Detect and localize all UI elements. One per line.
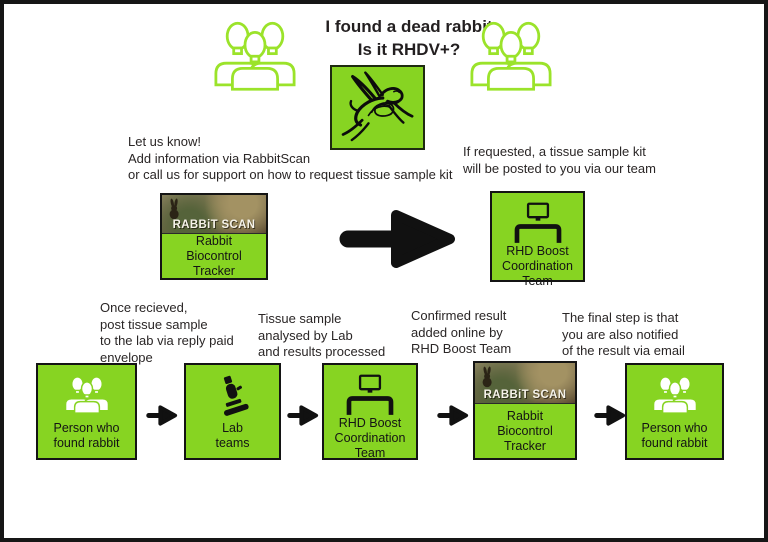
note-let-us-know: Let us know! Add information via RabbitS… xyxy=(128,134,453,182)
microscope-icon xyxy=(223,375,249,416)
people-group-outline-icon xyxy=(214,21,296,91)
dead-rabbit-box xyxy=(330,65,425,150)
rabbit-photo-silhouette-icon xyxy=(169,198,179,220)
arrow-right-icon xyxy=(594,405,626,426)
people-group-outline-icon xyxy=(470,21,552,91)
lab-box: Lab teams xyxy=(184,363,281,460)
caption-step-1: Once recieved, post tissue sample to the… xyxy=(100,300,234,365)
arrow-right-icon xyxy=(437,405,469,426)
people-group-filled-icon xyxy=(652,376,697,414)
person-box-start: Person who found rabbit xyxy=(36,363,137,460)
computer-desk-icon xyxy=(346,374,394,415)
person-label: Person who found rabbit xyxy=(53,421,120,450)
rabbit-sketch-icon xyxy=(341,71,414,142)
rabbitscan-logo: RABBiT SCAN xyxy=(172,217,256,231)
rabbitscan-box-bottom: RABBiT SCAN Rabbit Biocontrol Tracker xyxy=(473,361,577,460)
arrow-right-icon xyxy=(146,405,178,426)
caption-step-4: The final step is that you are also noti… xyxy=(562,310,685,358)
rabbitscan-logo: RABBiT SCAN xyxy=(483,387,567,401)
arrow-right-icon xyxy=(339,210,455,268)
rhdboost-box-bottom: RHD Boost Coordination Team xyxy=(322,363,418,460)
page-title: I found a dead rabbit Is it RHDV+? xyxy=(325,17,493,59)
caption-step-2: Tissue sample analysed by Lab and result… xyxy=(258,311,386,359)
rabbitscan-photo: RABBiT SCAN xyxy=(475,363,575,404)
arrow-right-icon xyxy=(287,405,319,426)
note-kit-posted: If requested, a tissue sample kit will b… xyxy=(463,144,656,176)
rabbitscan-box-top: RABBiT SCAN Rabbit Biocontrol Tracker xyxy=(160,193,268,280)
person-box-end: Person who found rabbit xyxy=(625,363,724,460)
rabbitscan-label: Rabbit Biocontrol Tracker xyxy=(186,234,242,278)
lab-label: Lab teams xyxy=(215,421,250,450)
computer-desk-icon xyxy=(514,202,561,243)
caption-step-3: Confirmed result added online by RHD Boo… xyxy=(411,308,512,356)
rabbitscan-label: Rabbit Biocontrol Tracker xyxy=(497,408,553,453)
rhdboost-label: RHD Boost Coordination Team xyxy=(334,416,406,460)
rhdboost-label: RHD Boost Coordination Team xyxy=(502,244,573,288)
rabbit-photo-silhouette-icon xyxy=(482,366,492,388)
person-label: Person who found rabbit xyxy=(641,421,708,450)
rhdboost-box-top: RHD Boost Coordination Team xyxy=(490,191,585,288)
people-group-filled-icon xyxy=(64,376,109,414)
rabbitscan-photo: RABBiT SCAN xyxy=(162,195,266,234)
